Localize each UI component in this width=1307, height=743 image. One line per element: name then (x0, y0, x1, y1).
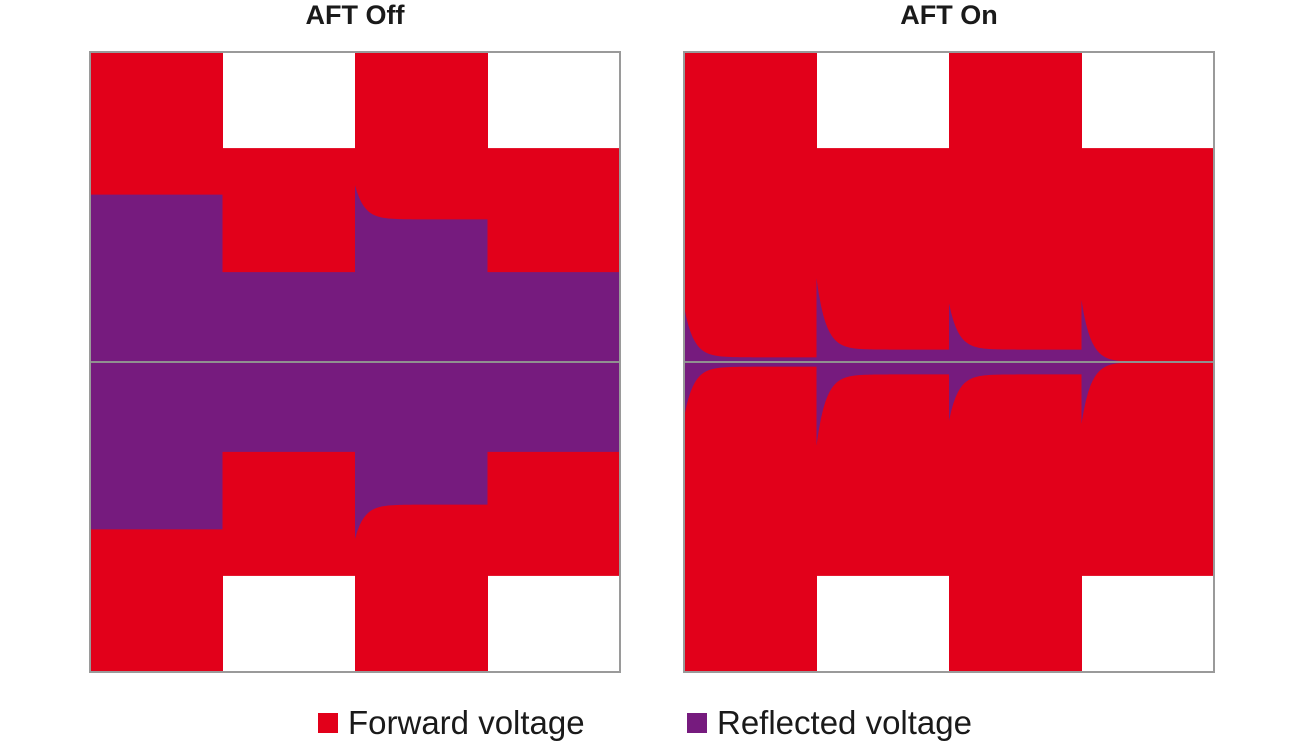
chart-aft-off (89, 51, 621, 673)
legend-label-reflected: Reflected voltage (717, 704, 972, 741)
chart-title-aft-on: AFT On (900, 0, 998, 30)
plot-frame (683, 51, 1215, 673)
legend-item-forward: Forward voltage (318, 703, 585, 743)
chart-title-aft-off: AFT Off (305, 0, 405, 30)
legend-swatch-reflected (687, 713, 707, 733)
legend-item-reflected: Reflected voltage (687, 703, 972, 743)
legend: Forward voltage Reflected voltage (0, 703, 1307, 743)
legend-label-forward: Forward voltage (348, 704, 585, 741)
chart-aft-on (683, 51, 1215, 673)
plot-frame (89, 51, 621, 673)
legend-swatch-forward (318, 713, 338, 733)
